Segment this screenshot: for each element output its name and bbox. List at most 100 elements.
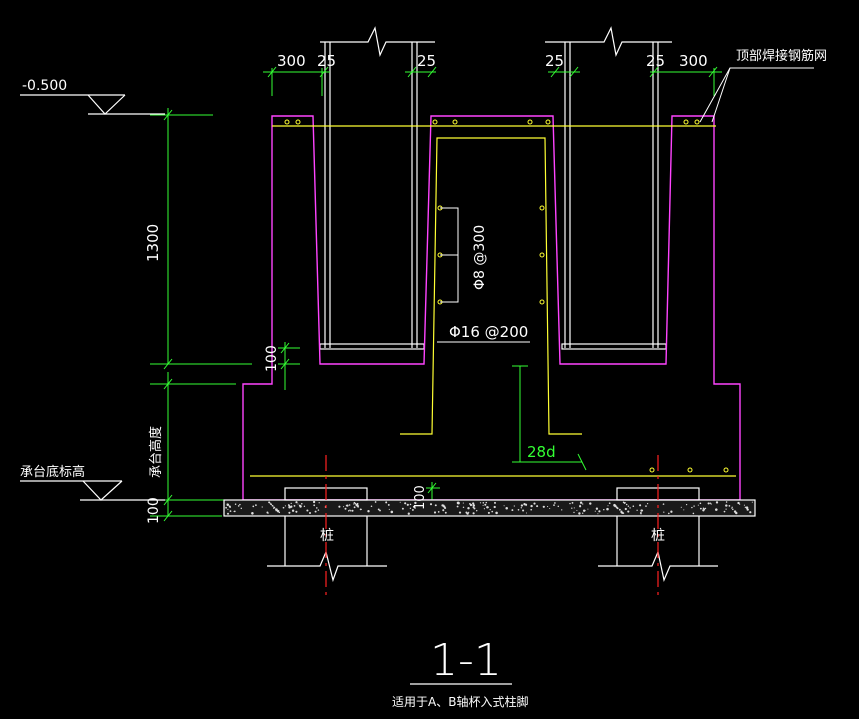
cushion-speckle-dot [275, 510, 277, 512]
cushion-speckle-dot [443, 505, 446, 508]
cushion-speckle-dot [469, 503, 473, 507]
cushion-speckle [225, 500, 753, 515]
cushion-speckle-dot [229, 506, 232, 508]
cushion-speckle-dot [725, 501, 728, 503]
cushion-speckle-dot [487, 511, 490, 514]
column-break-lines [320, 26, 672, 57]
cushion-speckle-dot [227, 512, 229, 515]
dim-cushion-100: 100 [413, 485, 428, 510]
cushion-speckle-dot [472, 512, 475, 515]
cushion-speckle-dot [747, 509, 749, 511]
cushion-speckle-dot [456, 505, 459, 508]
cushion-speckle-dot [704, 507, 707, 510]
cushion-speckle-dot [627, 510, 630, 513]
cushion-speckle-dot [255, 504, 257, 506]
cushion-speckle-dot [732, 508, 734, 511]
cushion-speckle-dot [295, 510, 298, 513]
cushion-speckle-dot [237, 505, 240, 507]
cushion-speckle-dot [494, 501, 496, 504]
cushion-speckle-dot [493, 505, 496, 509]
cushion-speckle-dot [636, 509, 638, 511]
cushion-speckle-dot [379, 509, 381, 512]
cushion-speckle-dot [269, 502, 271, 504]
cushion-speckle-dot [603, 508, 605, 511]
cushion-speckle-dot [434, 504, 437, 507]
cushion-speckle-dot [489, 508, 491, 511]
dim-bottom-100: 100 [146, 497, 162, 524]
cushion-speckle-dot [343, 506, 345, 508]
cushion-speckle-dot [547, 506, 549, 508]
cushion-speckle-dot [569, 502, 571, 505]
cushion-speckle-dot [579, 501, 583, 504]
cushion-speckle-dot [409, 507, 412, 509]
cushion-speckle-dot [290, 505, 293, 508]
cushion-speckle-dot [505, 507, 508, 510]
anchor-length-label: 28d [527, 443, 556, 461]
cushion-speckle-dot [520, 507, 522, 509]
cushion-speckle-dot [589, 502, 592, 505]
cushion-speckle-dot [462, 502, 464, 504]
cushion-speckle-dot [458, 511, 462, 514]
dim-left-cover-1: 25 [317, 52, 336, 70]
cushion-speckle-dot [472, 502, 475, 505]
dim-left-cover-2: 25 [417, 52, 436, 70]
cushion-speckle-dot [306, 509, 309, 512]
cushion-speckle-dot [468, 511, 470, 513]
cushion-speckle-dot [587, 508, 589, 510]
cushion-speckle-dot [513, 505, 515, 507]
dim-height-1300: 1300 [144, 224, 162, 262]
cushion-speckle-dot [466, 512, 469, 515]
dim-right-top: 300 [679, 52, 708, 70]
cushion-speckle-dot [401, 507, 404, 510]
cushion-speckle-dot [349, 509, 351, 511]
cushion-speckle-dot [407, 512, 410, 515]
dim-right-cover-2: 25 [646, 52, 665, 70]
cushion-speckle-dot [530, 504, 533, 508]
cushion-speckle-dot [554, 502, 556, 504]
cushion-speckle-dot [576, 509, 578, 512]
left-dimension-lines [150, 108, 440, 522]
cushion-speckle-dot [623, 502, 626, 504]
cushion-speckle-dot [715, 508, 718, 511]
cushion-speckle-dot [627, 505, 630, 507]
cushion-speckle-dot [621, 511, 624, 514]
cushion-speckle-dot [525, 504, 527, 507]
cushion-speckle-dot [295, 501, 298, 504]
cushion-speckle-dot [517, 508, 520, 511]
cushion-speckle-dot [647, 503, 649, 505]
cushion-speckle-dot [523, 503, 526, 506]
cushion-speckle-dot [663, 511, 665, 513]
concrete-outline [242, 115, 741, 501]
column-base-plates [319, 343, 667, 350]
cushion-speckle-dot [723, 510, 726, 513]
cushion-speckle-dot [582, 509, 586, 512]
cushion-layer [223, 499, 756, 517]
cushion-speckle-dot [313, 504, 316, 507]
cushion-speckle-dot [699, 502, 702, 505]
cushion-speckle-dot [614, 504, 617, 508]
dim-left-top: 300 [277, 52, 306, 70]
cushion-speckle-dot [409, 503, 412, 506]
cushion-speckle-dot [482, 502, 485, 504]
rebar-dots [284, 119, 729, 473]
cushion-speckle-dot [530, 508, 533, 511]
cushion-speckle-dot [483, 508, 485, 510]
cushion-speckle-dot [233, 510, 235, 513]
cushion-speckle-dot [385, 501, 388, 504]
cushion-speckle-dot [293, 505, 296, 507]
cushion-speckle-dot [288, 504, 291, 507]
dim-right-cover-1: 25 [545, 52, 564, 70]
cushion-speckle-dot [561, 509, 563, 511]
section-note: 适用于A、B轴杯入式柱脚 [392, 694, 528, 709]
cushion-speckle-dot [404, 502, 407, 505]
cushion-speckle-dot [573, 511, 575, 514]
rebar-lines [250, 125, 736, 477]
cushion-speckle-dot [728, 505, 731, 507]
cushion-speckle-dot [414, 501, 417, 505]
stirrup-bracket [440, 207, 459, 303]
cushion-speckle-dot [303, 505, 306, 507]
cushion-speckle-dot [348, 504, 351, 506]
cushion-speckle-dot [252, 505, 255, 508]
cushion-speckle-dot [737, 501, 740, 505]
cushion-speckle-dot [344, 507, 347, 510]
